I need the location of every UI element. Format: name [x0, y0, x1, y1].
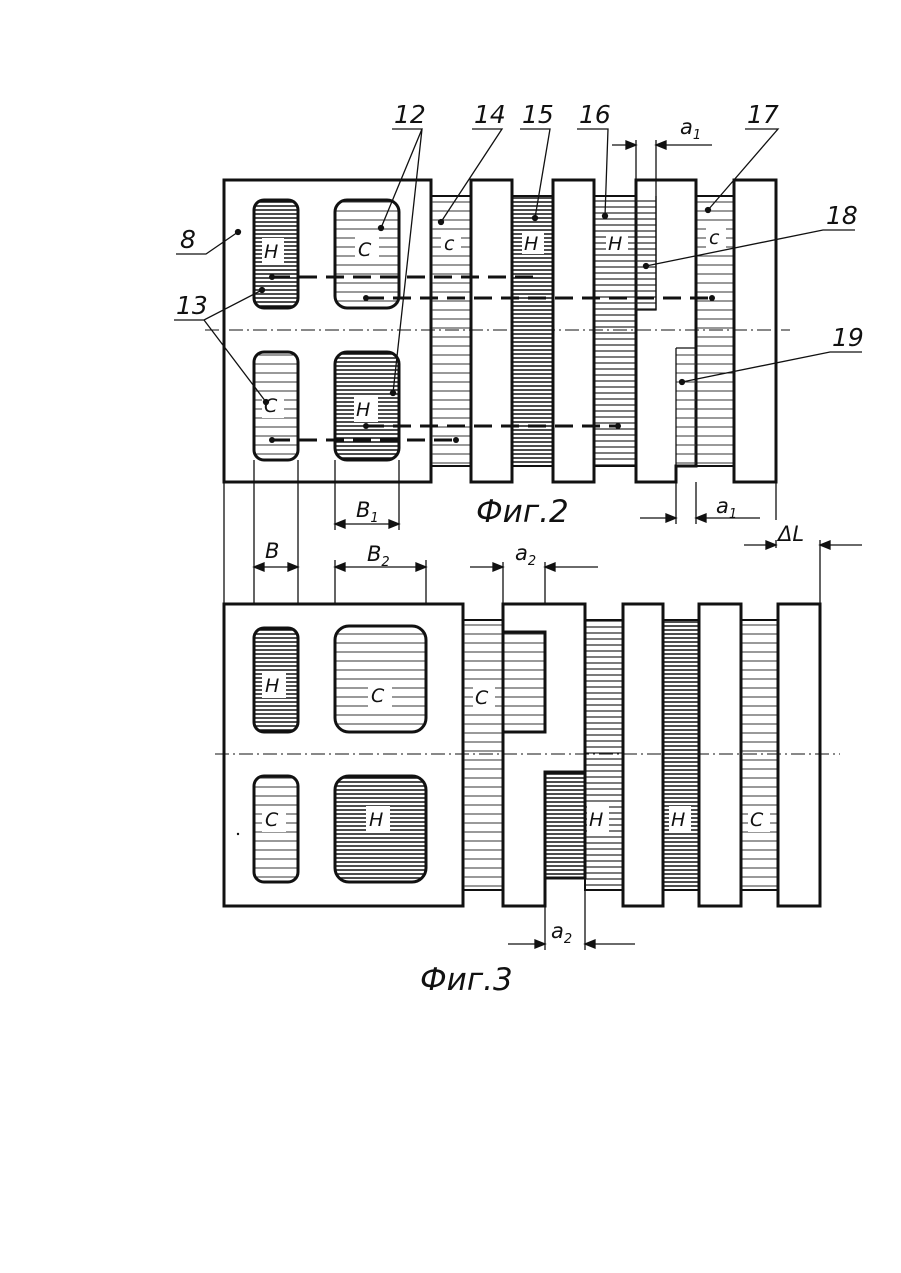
fig3-gap-4: [741, 620, 778, 890]
fig2-plate-end: [734, 180, 776, 482]
fig3-label-c-gap1: C: [475, 687, 489, 709]
fig2-plate-2: [553, 180, 594, 482]
dim-b2: B2: [367, 542, 390, 570]
fig3-plate-end: [778, 604, 820, 906]
dim-b1: B1: [356, 498, 379, 526]
fig2-label-c-14: c: [444, 233, 455, 255]
fig3-label-c-bl: C: [265, 809, 279, 831]
fig2-hatch-18: [636, 196, 656, 310]
fig2-plate-1: [471, 180, 512, 482]
dim-a2-bottom: a2: [551, 919, 572, 947]
figure-2: H C C H c H H c: [174, 100, 864, 530]
fig2-label-c-bl: C: [264, 395, 278, 417]
fig3-gap-1: [463, 620, 503, 890]
fig2-label-h-br: H: [356, 399, 370, 421]
ref-17: 17: [747, 100, 779, 129]
fig3-plate-3: [699, 604, 741, 906]
ref-13: 13: [176, 291, 208, 320]
fig2-label-h-tl: H: [264, 241, 278, 263]
fig2-label-h-15: H: [524, 233, 538, 255]
fig3-gap-3: [663, 620, 699, 890]
dim-a1-top: a1: [680, 115, 701, 143]
fig3-label-h-gap2: H: [589, 809, 603, 831]
fig3-label-h-gap3: H: [671, 809, 685, 831]
fig2-hatch-19: [676, 348, 696, 466]
ref-16: 16: [579, 100, 611, 129]
fig2-label-c-tr: C: [358, 239, 372, 261]
dim-b: B: [265, 539, 279, 563]
dim-a2-top: a2: [515, 541, 536, 569]
fig3-caption: Фиг.3: [420, 962, 513, 998]
fig2-label-h-16: H: [608, 233, 622, 255]
dim-delta-l: ΔL: [776, 522, 804, 546]
ref-19: 19: [832, 323, 864, 352]
fig3-label-c-gap4: C: [750, 809, 764, 831]
fig3-label-h-br: H: [369, 809, 383, 831]
fig2-caption: Фиг.2: [476, 494, 569, 530]
ref-18: 18: [826, 201, 858, 230]
ref-8: 8: [180, 225, 196, 254]
ref-14: 14: [474, 100, 506, 129]
figure-3: H C C H C H H C a2 Фиг.3: [215, 604, 840, 998]
dim-a1-bottom: a1: [716, 494, 737, 522]
fig3-plate-2: [623, 604, 663, 906]
fig2-label-c-17: c: [709, 227, 720, 249]
ref-12: 12: [394, 100, 426, 129]
fig3-label-h-tl: H: [265, 675, 279, 697]
fig3-channel-top-right: [335, 626, 426, 732]
ref-15: 15: [522, 100, 554, 129]
fig3-label-c-tr: C: [371, 685, 385, 707]
fig3-gap-2: [585, 620, 623, 890]
